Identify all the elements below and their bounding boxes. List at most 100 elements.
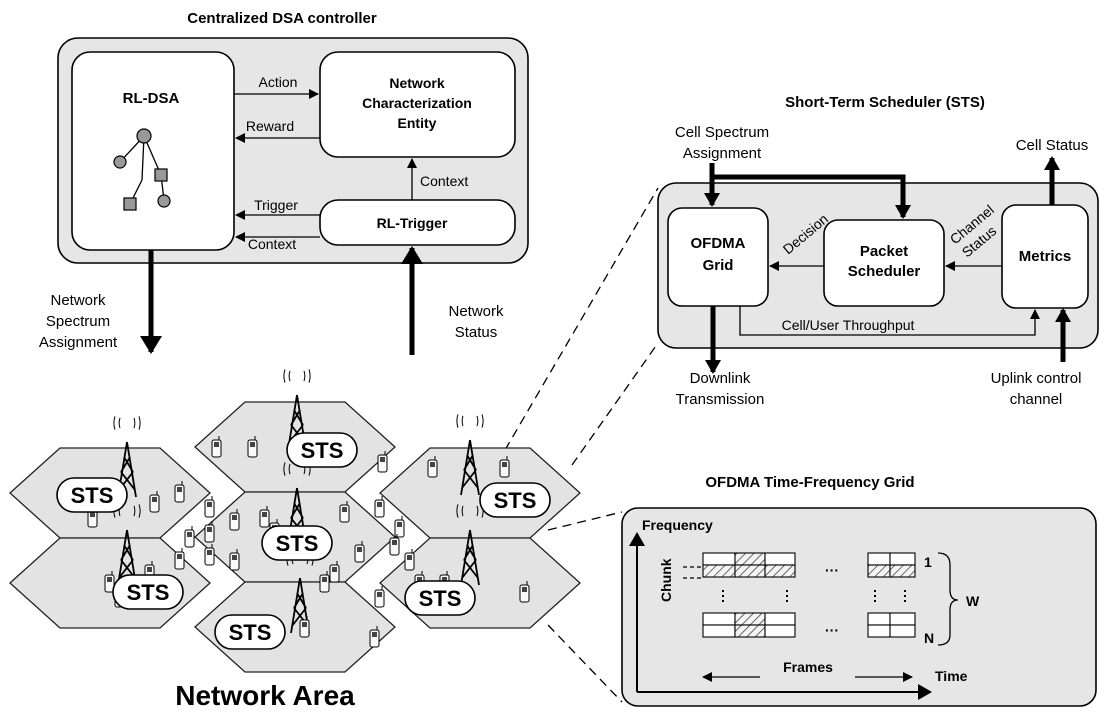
- downlink-line2: Transmission: [676, 391, 765, 408]
- network-spectrum-assignment-line3: Assignment: [39, 334, 118, 351]
- context-up-label: Context: [420, 173, 468, 189]
- cell-spectrum-assignment-line1: Cell Spectrum: [675, 124, 769, 141]
- w-label: W: [966, 593, 980, 609]
- sts-badge-label: STS: [276, 531, 319, 556]
- grid-cell: [764, 552, 796, 566]
- mobile-phone-icon: [211, 436, 222, 458]
- context-left-label: Context: [248, 236, 296, 252]
- mobile-phone-icon: [104, 571, 115, 593]
- mobile-phone-icon: [204, 521, 215, 543]
- grid-cell: [889, 552, 916, 566]
- sts-badge: STS: [56, 477, 128, 513]
- time-label: Time: [935, 668, 968, 684]
- metrics-label: Metrics: [1019, 248, 1072, 265]
- throughput-arrow: [739, 306, 1040, 336]
- mobile-phone-icon: [374, 586, 385, 608]
- mobile-phone-icon: [519, 581, 530, 603]
- mobile-phone-icon: [259, 506, 270, 528]
- dsa-controller: Centralized DSA controller RL-DSA Networ…: [57, 10, 529, 264]
- mobile-phone-icon: [354, 541, 365, 563]
- throughput-label: Cell/User Throughput: [782, 317, 915, 333]
- sts-badge-label: STS: [301, 438, 344, 463]
- mobile-phone-icon: [319, 571, 330, 593]
- nce-label-line3: Entity: [398, 115, 437, 131]
- sts-badge-label: STS: [127, 580, 170, 605]
- zoom-line-sts-top: [504, 187, 659, 451]
- chunk-label: Chunk: [658, 558, 674, 602]
- reward-label: Reward: [246, 118, 294, 134]
- sts-title: Short-Term Scheduler (STS): [785, 94, 985, 111]
- frequency-label: Frequency: [642, 517, 713, 533]
- grid-cell: [764, 624, 796, 638]
- grid-cell: [734, 624, 766, 638]
- mobile-phone-icon: [229, 549, 240, 571]
- cell-tower-icon: [283, 369, 311, 451]
- grid-cell: [867, 564, 891, 578]
- packet-scheduler-box: [823, 219, 945, 307]
- frames-label: Frames: [783, 659, 833, 675]
- mobile-phone-icon: [149, 491, 160, 513]
- rl-trigger-label: RL-Trigger: [377, 215, 448, 231]
- rl-trigger-box: [319, 199, 516, 246]
- mobile-phone-icon: [299, 616, 310, 638]
- grid-cells: [702, 552, 916, 638]
- mobile-phone-icon: [499, 456, 510, 478]
- grid-panel: [621, 507, 1097, 707]
- grid-cell: [764, 612, 796, 626]
- sts-badge: STS: [214, 614, 286, 650]
- sts-badge: STS: [112, 574, 184, 610]
- grid-cell: [702, 564, 736, 578]
- grid-cell: [702, 624, 736, 638]
- cell-tower-icon: [283, 462, 311, 544]
- network-area-title: Network Area: [175, 680, 355, 711]
- network-status-line2: Status: [455, 324, 498, 341]
- network-status-line1: Network: [448, 303, 504, 320]
- grid-cell: [889, 612, 916, 626]
- zoom-connectors: [504, 187, 659, 703]
- sts-badge-label: STS: [419, 586, 462, 611]
- w-brace: [937, 552, 959, 646]
- nce-label-line1: Network: [389, 75, 444, 91]
- cell-spectrum-assignment-line2: Assignment: [683, 145, 762, 162]
- ofdma-time-frequency-grid: OFDMA Time-Frequency Grid Frequency Time…: [621, 474, 1097, 707]
- mobile-phone-icon: [374, 496, 385, 518]
- controller-title: Centralized DSA controller: [187, 10, 377, 27]
- controller-network-flows: Network Spectrum Assignment Network Stat…: [39, 246, 504, 355]
- grid-title: OFDMA Time-Frequency Grid: [705, 474, 914, 491]
- grid-cell: [702, 612, 736, 626]
- grid-cell: [734, 612, 766, 626]
- mobile-phone-icon: [204, 544, 215, 566]
- cell-spectrum-to-scheduler-arrow: [712, 174, 911, 219]
- mobile-phone-icon: [389, 534, 400, 556]
- sts-badge: STS: [261, 525, 333, 561]
- grid-cell: [734, 552, 766, 566]
- uplink-line2: channel: [1010, 391, 1063, 408]
- cell-status-label: Cell Status: [1016, 137, 1089, 154]
- downlink-line1: Downlink: [690, 370, 751, 387]
- short-term-scheduler: Short-Term Scheduler (STS) Cell Spectrum…: [657, 94, 1099, 408]
- mobile-phone-icon: [204, 496, 215, 518]
- trigger-label: Trigger: [254, 197, 298, 213]
- grid-cell: [889, 564, 916, 578]
- uplink-line1: Uplink control: [991, 370, 1082, 387]
- grid-cell: [764, 564, 796, 578]
- sts-badge: STS: [404, 580, 476, 616]
- packet-scheduler-line1: Packet: [860, 243, 908, 260]
- sts-badge-label: STS: [229, 620, 272, 645]
- tree-icon: [113, 128, 171, 211]
- mobile-phone-icon: [247, 436, 258, 458]
- grid-cell: [889, 624, 916, 638]
- sts-badge: STS: [286, 432, 358, 468]
- grid-cell: [702, 552, 736, 566]
- mobile-phone-icon: [229, 509, 240, 531]
- zoom-line-grid-bottom: [547, 624, 623, 703]
- grid-cell: [867, 612, 891, 626]
- hex-cell: [379, 447, 581, 539]
- action-label: Action: [259, 74, 298, 90]
- ofdma-grid-box: [667, 207, 769, 307]
- rl-dsa-box: [71, 51, 235, 251]
- network-spectrum-assignment-line1: Network: [50, 292, 106, 309]
- sts-badge-label: STS: [71, 483, 114, 508]
